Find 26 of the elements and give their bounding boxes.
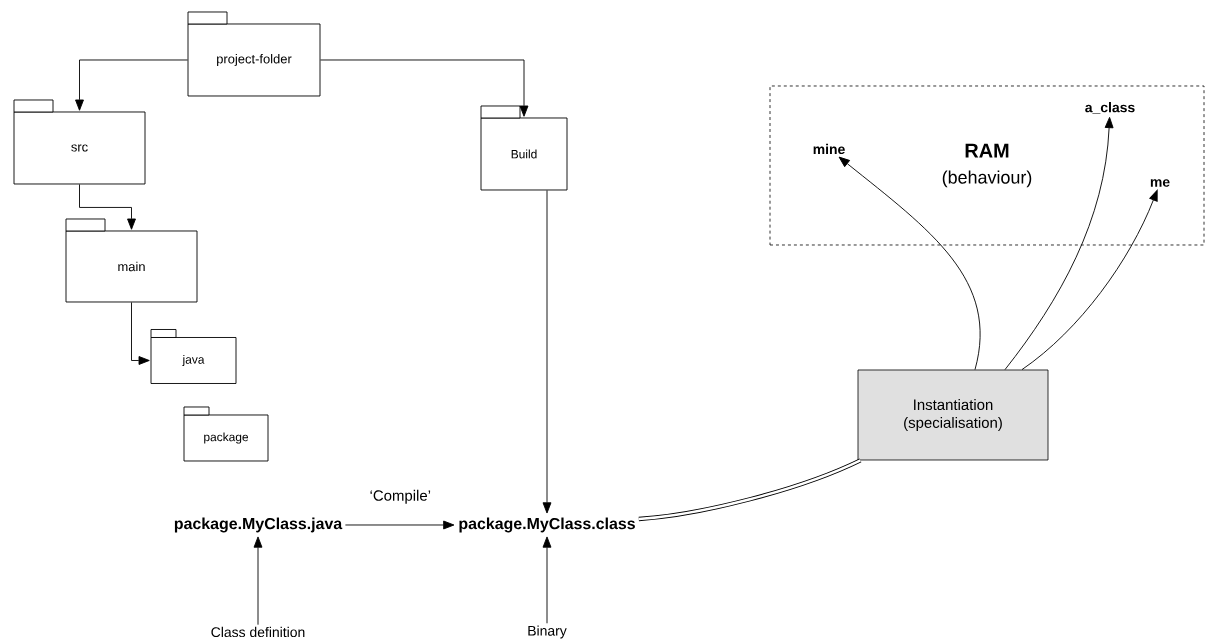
arrow <box>320 59 529 117</box>
arrow <box>253 536 263 626</box>
arrow <box>344 520 455 530</box>
folder-box: package <box>183 406 269 462</box>
object-name: me <box>1150 179 1170 187</box>
process-box: Instantiation (specialisation) <box>857 369 1049 461</box>
edge-label: ‘Compile’ <box>368 488 432 505</box>
object-name: mine <box>813 143 845 155</box>
arrow <box>79 184 136 230</box>
arrow <box>542 190 552 514</box>
note-text: Class definition <box>211 626 305 638</box>
object-name: a_class <box>1085 102 1135 114</box>
arrow <box>542 536 552 624</box>
arrow <box>131 302 150 365</box>
arrow <box>838 156 981 371</box>
folder-box: project-folder <box>187 11 321 97</box>
note-text: Binary <box>528 625 567 639</box>
arrow <box>1021 189 1158 371</box>
folder-box: src <box>13 99 146 185</box>
folder-box: java <box>150 329 237 384</box>
file-name: package.MyClass.class <box>459 517 635 533</box>
folder-box: main <box>65 218 198 303</box>
folder-box: Build <box>480 105 568 191</box>
arrow <box>75 59 188 111</box>
arrow <box>1004 116 1114 371</box>
file-name: package.MyClass.java <box>174 517 343 533</box>
